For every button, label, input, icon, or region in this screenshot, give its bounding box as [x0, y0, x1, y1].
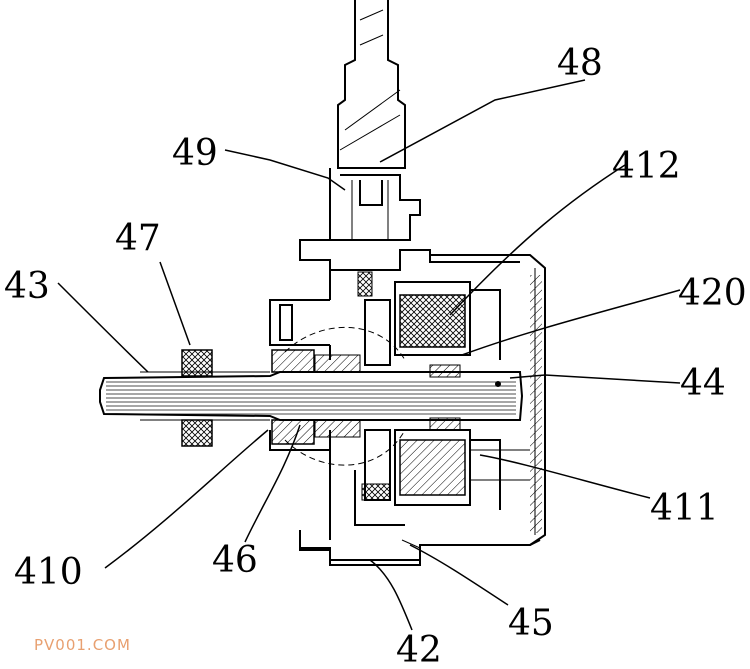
label-411: 411: [650, 488, 719, 529]
label-420: 420: [678, 273, 747, 314]
rotor-46: [284, 271, 501, 501]
label-48: 48: [557, 43, 603, 84]
label-412: 412: [612, 146, 681, 187]
label-42: 42: [396, 630, 442, 669]
gear-47: [181, 349, 213, 447]
connector-48: [329, 0, 421, 241]
label-44: 44: [680, 363, 726, 404]
shaft: [99, 371, 524, 421]
label-410: 410: [14, 552, 83, 593]
label-46: 46: [212, 540, 258, 581]
watermark: PV001.COM: [34, 636, 131, 654]
label-49: 49: [172, 133, 218, 174]
label-43: 43: [4, 266, 50, 307]
leader-lines: [57, 79, 681, 631]
stator-winding-412: [394, 281, 501, 360]
bracket-42: [299, 530, 421, 566]
label-47: 47: [115, 218, 161, 259]
stator-winding-411: [394, 429, 530, 510]
housing: [269, 175, 541, 561]
bearing-410: [271, 349, 315, 445]
label-45: 45: [508, 603, 554, 644]
part-labels: 48 49 412 47 43 420 44 411 410 46 45 42: [4, 43, 747, 669]
